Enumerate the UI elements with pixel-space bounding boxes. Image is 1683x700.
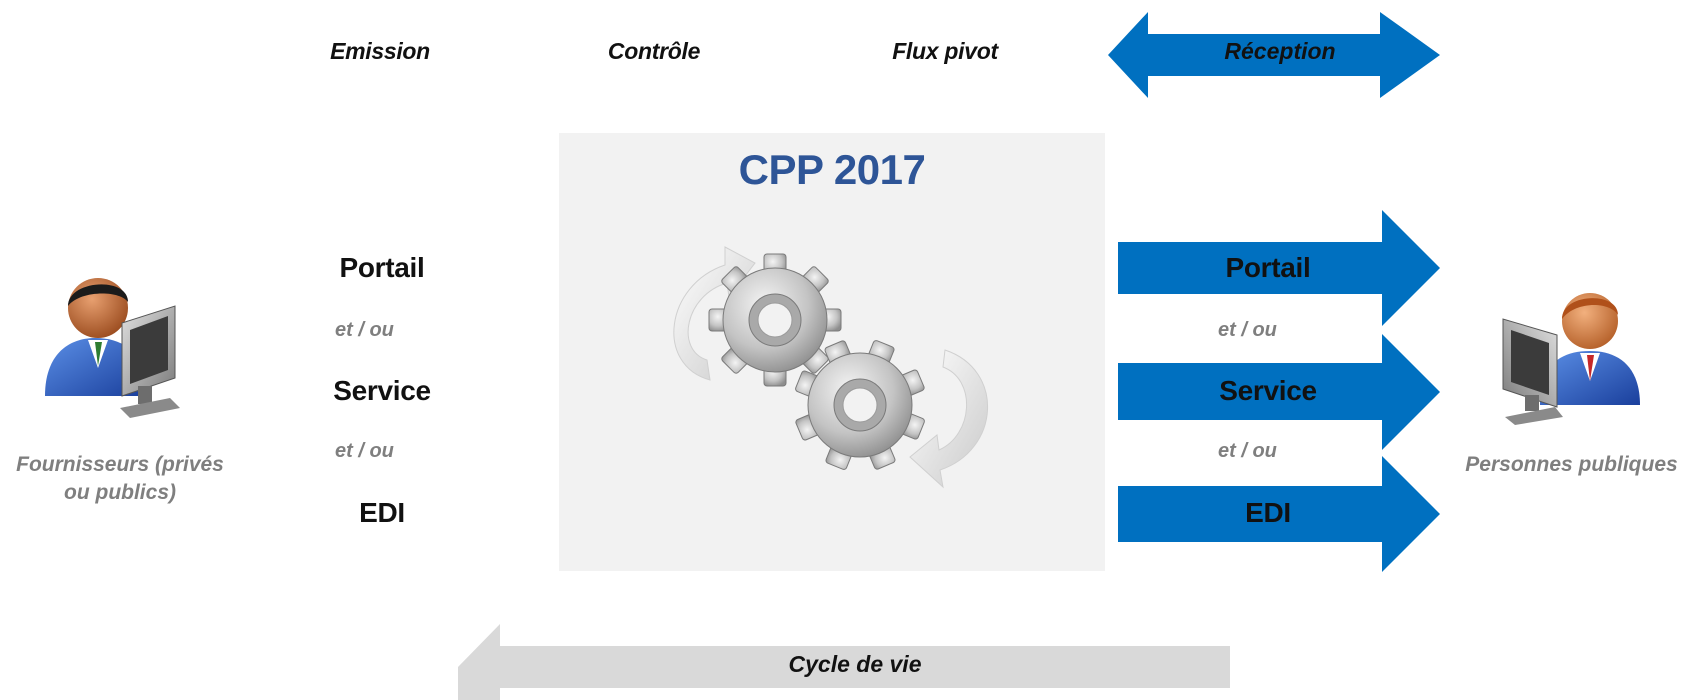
left-actor-label-line1: Fournisseurs (privés	[16, 453, 224, 476]
stage-controle: Contrôle	[607, 38, 701, 64]
right-channel-edi: EDI	[1245, 497, 1291, 528]
left-channel-service: Service	[333, 375, 431, 406]
user-computer-icon	[45, 278, 180, 418]
right-and-or-1: et / ou	[1218, 319, 1277, 341]
right-actor-label: Personnes publiques	[1465, 453, 1678, 476]
right-channel-service: Service	[1219, 375, 1317, 406]
left-and-or-1: et / ou	[335, 319, 394, 341]
lifecycle-arrow	[458, 624, 1230, 700]
right-channel-portail: Portail	[1225, 252, 1311, 283]
reception-double-arrow	[1108, 12, 1440, 98]
left-channel-portail: Portail	[339, 252, 425, 283]
left-and-or-2: et / ou	[335, 440, 394, 462]
arrow-edi	[1118, 456, 1440, 572]
cpp-title: CPP 2017	[738, 146, 926, 193]
arrow-portail	[1118, 210, 1440, 326]
reception-label: Réception	[1224, 38, 1336, 64]
arrow-service	[1118, 334, 1440, 450]
user-computer-icon	[1502, 293, 1640, 425]
lifecycle-label: Cycle de vie	[788, 651, 922, 677]
stage-flux-pivot: Flux pivot	[892, 38, 998, 64]
right-and-or-2: et / ou	[1218, 440, 1277, 462]
stage-emission: Emission	[330, 38, 430, 64]
left-channel-edi: EDI	[359, 497, 405, 528]
left-actor-label-line2: ou publics)	[64, 481, 176, 504]
gears-icon	[673, 246, 989, 489]
